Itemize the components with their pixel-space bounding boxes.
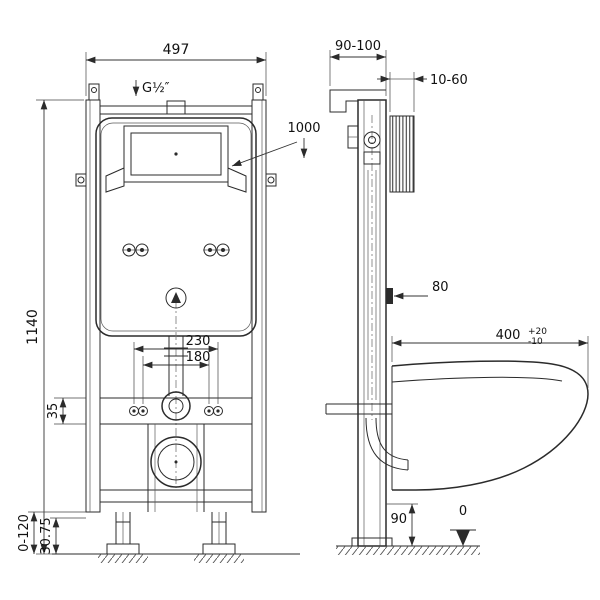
toilet-bowl [391, 360, 589, 491]
mounting-plate [325, 403, 392, 415]
bowl-tol-minus-label: -10 [528, 337, 543, 347]
front-height-label: 1140 [25, 309, 41, 345]
frame-front [85, 83, 267, 513]
floor-side [336, 545, 480, 555]
front-view: 497 1140 G½″ 1000 230 [17, 42, 321, 563]
fixing-span-inner-label: 180 [186, 350, 211, 365]
flush-plate [105, 125, 247, 193]
g-half-label: G½″ [142, 81, 170, 96]
datum-triangle-icon [456, 530, 470, 546]
bowl-depth-label: 400 [496, 328, 521, 343]
dim-bowl-depth: 400 +20 -10 [391, 327, 589, 388]
frame-side [329, 89, 393, 547]
frame-depth-label: 90-100 [335, 39, 381, 54]
foot-adjust-label: 0-120 [17, 514, 32, 552]
wall-gap-label: 10-60 [430, 73, 468, 88]
outlet-height-label: 90 [390, 512, 407, 527]
dim-foot-adjust: 0-120 [17, 511, 86, 554]
datum-marker: 0 [450, 504, 476, 546]
dim-front-width: 497 [85, 42, 267, 96]
dim-foot-offset: 30.75 [39, 517, 86, 555]
drain-outlet [147, 424, 205, 512]
dim-front-height: 1140 [25, 99, 84, 555]
dim-pipe-note: 80 [394, 280, 449, 300]
inlet-thread-label: G½″ [132, 80, 170, 96]
wall-section [389, 115, 415, 193]
fixing-bolts [100, 397, 252, 425]
side-view: 90-100 10-60 80 400 +20 -10 [325, 39, 589, 555]
foot-offset-label: 30.75 [39, 517, 54, 554]
dim-bracket-gap: 35 [46, 397, 86, 425]
dim-fixing-span-inner: 180 [142, 350, 211, 404]
water-inlet-port [161, 391, 191, 421]
bowl-tol-plus-label: +20 [528, 327, 547, 337]
dim-flush-plate-height: 1000 [231, 121, 321, 167]
flush-plate-height-label: 1000 [287, 121, 320, 136]
adjustable-feet [106, 512, 236, 555]
pipe-note-label: 80 [432, 280, 449, 295]
dim-wall-gap: 10-60 [377, 72, 468, 112]
dim-fixing-span-outer: 230 [133, 334, 219, 404]
datum-label: 0 [459, 504, 467, 519]
dim-outlet-height: 90 [386, 503, 418, 546]
floor-front [52, 553, 300, 563]
cistern [75, 117, 277, 488]
front-width-label: 497 [163, 42, 190, 58]
fixing-span-outer-label: 230 [186, 334, 211, 349]
bracket-gap-label: 35 [46, 403, 61, 420]
drain-elbow [365, 417, 409, 471]
dim-frame-depth: 90-100 [329, 39, 387, 96]
